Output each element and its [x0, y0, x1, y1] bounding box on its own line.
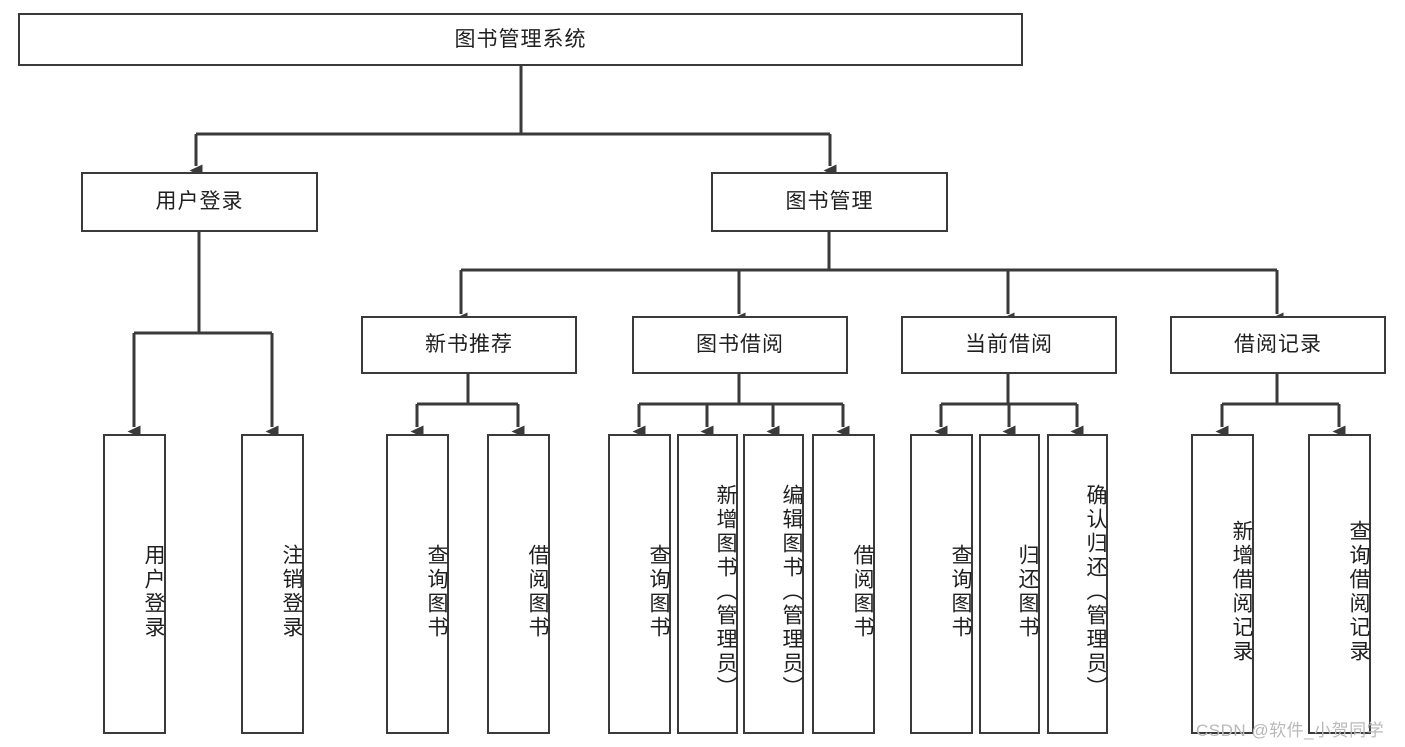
node-leaf-edit-book-label: 编辑图书（管理员） [780, 484, 803, 700]
node-leaf-query-record-label: 查询借阅记录 [1347, 520, 1370, 664]
node-book-borrow-label: 图书借阅 [696, 333, 784, 357]
node-borrow-record[interactable]: 借阅记录 [1170, 316, 1386, 374]
node-book-borrow[interactable]: 图书借阅 [632, 316, 848, 374]
node-user-login[interactable]: 用户登录 [81, 172, 318, 232]
node-leaf-edit-book[interactable]: 编辑图书（管理员） [743, 434, 804, 734]
node-leaf-add-record[interactable]: 新增借阅记录 [1191, 434, 1254, 734]
node-user-login-label: 用户登录 [155, 190, 244, 214]
node-leaf-borrow-book-2[interactable]: 借阅图书 [812, 434, 875, 734]
node-leaf-add-book[interactable]: 新增图书（管理员） [677, 434, 738, 734]
node-borrow-record-label: 借阅记录 [1234, 333, 1322, 357]
node-current-borrow-label: 当前借阅 [965, 333, 1053, 357]
node-new-book-rec[interactable]: 新书推荐 [361, 316, 577, 374]
node-leaf-query-record[interactable]: 查询借阅记录 [1308, 434, 1371, 734]
node-leaf-confirm-return-label: 确认归还（管理员） [1084, 484, 1107, 700]
node-leaf-user-login[interactable]: 用户登录 [103, 434, 166, 734]
node-leaf-borrow-book-1[interactable]: 借阅图书 [487, 434, 550, 734]
node-leaf-return-book-label: 归还图书 [1016, 544, 1039, 640]
node-book-manage[interactable]: 图书管理 [711, 172, 948, 232]
node-current-borrow[interactable]: 当前借阅 [901, 316, 1117, 374]
node-leaf-query-book-1-label: 查询图书 [425, 544, 448, 640]
node-book-manage-label: 图书管理 [785, 190, 874, 214]
node-leaf-borrow-book-2-label: 借阅图书 [851, 544, 874, 640]
node-leaf-query-book-3-label: 查询图书 [949, 544, 972, 640]
node-leaf-user-login-label: 用户登录 [142, 544, 165, 640]
node-leaf-logout-label: 注销登录 [280, 544, 303, 640]
node-leaf-confirm-return[interactable]: 确认归还（管理员） [1047, 434, 1108, 734]
node-leaf-query-book-1[interactable]: 查询图书 [386, 434, 449, 734]
node-leaf-query-book-2-label: 查询图书 [647, 544, 670, 640]
node-leaf-add-record-label: 新增借阅记录 [1230, 520, 1253, 664]
node-leaf-logout[interactable]: 注销登录 [241, 434, 304, 734]
node-leaf-add-book-label: 新增图书（管理员） [714, 484, 737, 700]
node-new-book-rec-label: 新书推荐 [425, 333, 513, 357]
node-leaf-borrow-book-1-label: 借阅图书 [526, 544, 549, 640]
node-leaf-return-book[interactable]: 归还图书 [979, 434, 1040, 734]
node-leaf-query-book-2[interactable]: 查询图书 [608, 434, 671, 734]
node-root[interactable]: 图书管理系统 [18, 13, 1023, 66]
node-leaf-query-book-3[interactable]: 查询图书 [910, 434, 973, 734]
node-root-label: 图书管理系统 [454, 27, 587, 51]
